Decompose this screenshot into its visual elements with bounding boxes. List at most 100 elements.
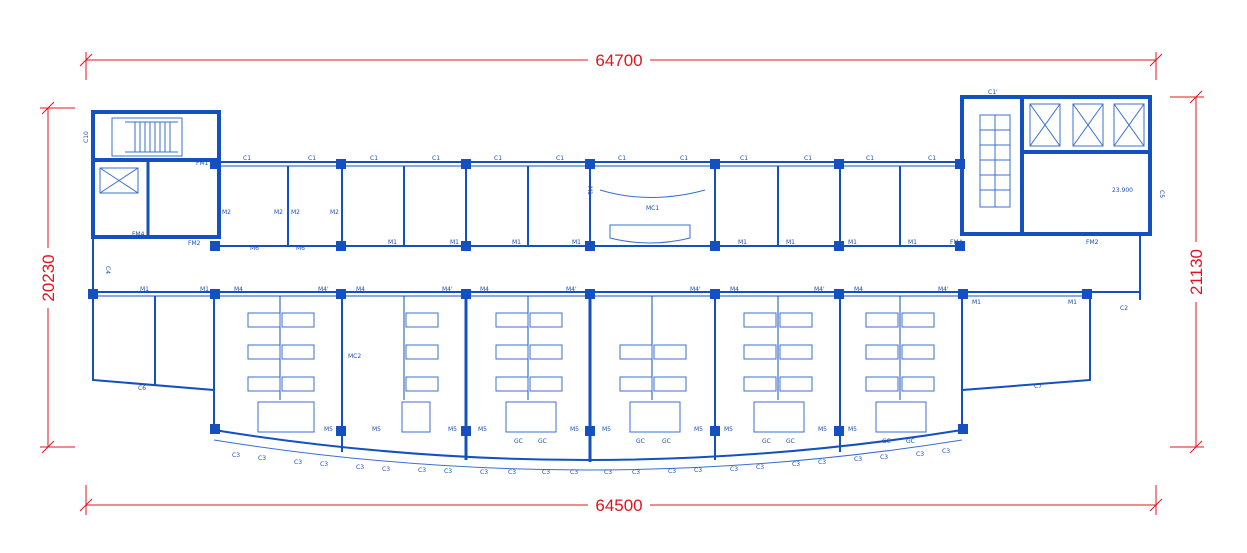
label-c1: C1	[740, 155, 748, 162]
label-fm1-left: FM1	[196, 160, 209, 167]
label-c6: C6	[138, 385, 146, 392]
label-c3: C3	[854, 456, 862, 463]
north-window-labels: C1 C1 C1 C1 C1 C1 C1 C1 C1 C1 C1 C1	[243, 155, 936, 162]
label-m5: M5	[602, 426, 611, 433]
label-c3: C3	[730, 466, 738, 473]
label-m5: M5	[848, 426, 857, 433]
label-c5: C5	[1158, 190, 1165, 198]
label-c3: C3	[756, 464, 764, 471]
north-room-strip: MC1	[219, 161, 962, 247]
label-m5: M5	[372, 426, 381, 433]
label-m1: M1	[200, 286, 209, 293]
bottom-dimension-label: 64500	[595, 496, 642, 515]
label-m1: M1	[450, 239, 459, 246]
north-columns	[210, 159, 965, 251]
label-m5: M5	[478, 426, 487, 433]
label-m1: M1	[972, 299, 981, 306]
label-m2: M2	[330, 209, 339, 216]
label-m1: M1	[786, 239, 795, 246]
label-m1: M1	[512, 239, 521, 246]
label-c3: C3	[818, 459, 826, 466]
label-m2: M2	[274, 209, 283, 216]
left-stair-core: C10 FM1 FM4 FM2	[83, 110, 221, 247]
label-c3: C3	[604, 469, 612, 476]
label-m1: M1	[848, 239, 857, 246]
right-dimension-label: 21130	[1187, 249, 1206, 295]
ward-beds	[247, 312, 935, 392]
label-c1: C1	[308, 155, 316, 162]
label-m4-prime: M4'	[318, 286, 329, 293]
label-m1: M1	[572, 239, 581, 246]
label-gc: GC	[636, 438, 645, 445]
bottom-dimension: 64500	[79, 485, 1163, 515]
ward-bathrooms	[257, 401, 927, 433]
label-mc1: MC1	[646, 205, 659, 212]
south-columns	[88, 289, 1092, 436]
label-c3: C3	[258, 455, 266, 462]
label-c3: C3	[942, 448, 950, 455]
label-m6: M6	[250, 245, 259, 252]
label-m4: M4	[854, 286, 863, 293]
label-c3: C3	[320, 461, 328, 468]
label-m1: M1	[1068, 299, 1077, 306]
label-m2: M2	[291, 209, 300, 216]
label-mc2: MC2	[348, 353, 361, 360]
label-c4: C4	[104, 266, 111, 274]
label-m5: M5	[694, 426, 703, 433]
label-elevation: 23.900	[1112, 187, 1133, 194]
label-m4-prime: M4'	[814, 286, 825, 293]
label-c1: C1	[432, 155, 440, 162]
label-gc: GC	[882, 438, 891, 445]
label-m1: M1	[738, 239, 747, 246]
label-c3: C3	[668, 468, 676, 475]
label-c3: C3	[232, 452, 240, 459]
label-c3: C3	[542, 469, 550, 476]
label-fm2-left: FM2	[188, 240, 201, 247]
label-c3: C3	[792, 461, 800, 468]
label-c3: C3	[570, 469, 578, 476]
label-m5: M5	[324, 426, 333, 433]
label-c2: C2	[1120, 305, 1128, 312]
left-dimension-label: 20230	[39, 254, 58, 301]
left-dimension: 20230	[36, 101, 75, 454]
label-c1: C1	[804, 155, 812, 162]
top-dimension: 64700	[79, 50, 1163, 80]
label-m1: M1	[908, 239, 917, 246]
label-m5: M5	[724, 426, 733, 433]
label-c3: C3	[418, 467, 426, 474]
label-m5: M5	[570, 426, 579, 433]
label-m5: M5	[818, 426, 827, 433]
label-c1: C1	[370, 155, 378, 162]
label-c1: C1	[680, 155, 688, 162]
label-gc: GC	[514, 438, 523, 445]
label-c3: C3	[480, 469, 488, 476]
label-c1-prime: C1'	[988, 89, 998, 96]
label-m1: M1	[388, 239, 397, 246]
label-c3: C3	[632, 469, 640, 476]
south-window-labels: C6 C7 C3 C3 C3 C3 C3 C3 C3 C3 C3 C3 C3 C…	[138, 383, 1042, 476]
label-m4-prime: M4'	[566, 286, 577, 293]
label-c1: C1	[618, 155, 626, 162]
label-c3: C3	[444, 468, 452, 475]
label-m1: M1	[586, 186, 593, 195]
label-m4: M4	[480, 286, 489, 293]
label-m4: M4	[234, 286, 243, 293]
label-m5: M5	[448, 426, 457, 433]
label-c1: C1	[556, 155, 564, 162]
label-m2: M2	[222, 209, 231, 216]
label-gc: GC	[786, 438, 795, 445]
label-c10: C10	[83, 131, 90, 143]
label-c3: C3	[916, 451, 924, 458]
label-m1: M1	[140, 286, 149, 293]
label-gc: GC	[906, 438, 915, 445]
label-gc: GC	[762, 438, 771, 445]
label-m4: M4	[356, 286, 365, 293]
label-c7: C7	[1034, 383, 1042, 390]
label-c3: C3	[508, 469, 516, 476]
right-dimension: 21130	[1170, 90, 1208, 454]
top-dimension-label: 64700	[595, 51, 642, 70]
label-m4: M4	[730, 286, 739, 293]
label-m4-prime: M4'	[938, 286, 949, 293]
label-c1: C1	[866, 155, 874, 162]
label-c1: C1	[243, 155, 251, 162]
